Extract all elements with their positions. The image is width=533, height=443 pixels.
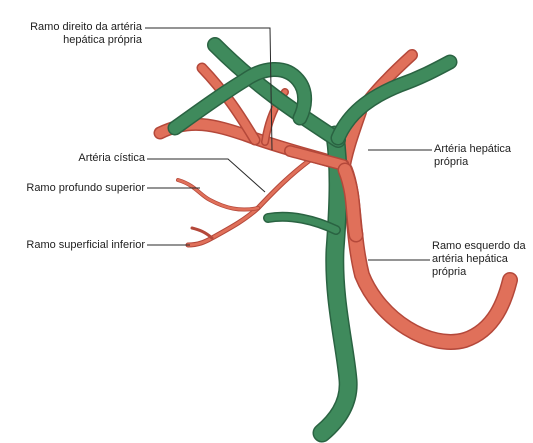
label-ramo-esquerdo-line1: Ramo esquerdo da bbox=[432, 240, 526, 253]
bile-ducts bbox=[175, 45, 450, 433]
label-ramo-esquerdo-line3: própria bbox=[432, 266, 526, 279]
label-arteria-cistica: Artéria cística bbox=[0, 152, 145, 165]
label-ramo-direito-line2: hepática própria bbox=[0, 34, 142, 47]
label-ramo-direito-line1: Ramo direito da artéria bbox=[0, 21, 142, 34]
label-arteria-hepatica: Artéria hepática própria bbox=[434, 143, 511, 169]
superficial-inferior-branch bbox=[192, 228, 212, 238]
label-ramo-profundo: Ramo profundo superior bbox=[0, 182, 145, 195]
label-arteria-hepatica-line1: Artéria hepática bbox=[434, 143, 511, 156]
label-ramo-direito: Ramo direito da artéria hepática própria bbox=[0, 21, 142, 47]
leader-arteria-cistica bbox=[147, 159, 265, 192]
label-ramo-superficial: Ramo superficial inferior bbox=[0, 239, 145, 252]
label-ramo-esquerdo: Ramo esquerdo da artéria hepática própri… bbox=[432, 240, 526, 279]
label-ramo-esquerdo-line2: artéria hepática bbox=[432, 253, 526, 266]
label-arteria-hepatica-line2: própria bbox=[434, 156, 511, 169]
